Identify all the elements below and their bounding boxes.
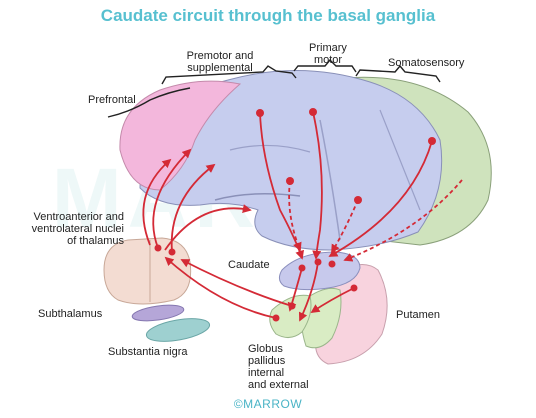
lateral-fissure bbox=[214, 193, 301, 201]
thalamus-label: Ventroanterior and ventrolateral nuclei … bbox=[4, 211, 124, 247]
substantia-nigra-label: Substantia nigra bbox=[108, 346, 188, 358]
dashed-cortex-to-caudate-pathway bbox=[288, 180, 302, 252]
brain-sulcus bbox=[319, 119, 341, 241]
dashed-cortex-to-caudate-pathway bbox=[343, 179, 463, 262]
thalamus-structure bbox=[103, 237, 192, 305]
subthalamus-label: Subthalamus bbox=[38, 308, 103, 320]
thalamus-to-cortex-pathway bbox=[142, 158, 172, 246]
cortex-to-caudate-pathway bbox=[328, 140, 433, 257]
globus-pallidus-internal bbox=[269, 294, 312, 338]
putamen-dot bbox=[350, 284, 358, 292]
pallidus-to-thalamus-pathway bbox=[180, 259, 293, 307]
somatosensory-bracket bbox=[355, 64, 441, 83]
primary-motor-label-text: Primary motor bbox=[309, 42, 347, 66]
prefrontal-bracket bbox=[107, 87, 191, 118]
somatosensory-label: Somatosensory bbox=[388, 57, 465, 69]
globus-pallidus-label-text: Globus pallidus internal and external bbox=[248, 343, 309, 391]
globus-pallidus-label: Globus pallidus internal and external bbox=[248, 343, 309, 391]
thalamus-to-cortex-pathway bbox=[164, 204, 252, 251]
premotor-label-text: Premotor and supplemental bbox=[186, 50, 254, 74]
prefrontal-label: Prefrontal bbox=[88, 94, 136, 106]
brain-sulcus bbox=[379, 109, 421, 211]
primary-motor-bracket bbox=[293, 58, 357, 73]
prefrontal-region bbox=[119, 80, 242, 191]
dashed-cortex-to-caudate-pathway bbox=[331, 199, 359, 254]
thalamus-label-text: Ventroanterior and ventrolateral nuclei … bbox=[31, 211, 124, 247]
premotor-label: Premotor and supplemental bbox=[170, 50, 270, 74]
putamen-label: Putamen bbox=[396, 309, 441, 321]
premotor-bracket bbox=[161, 65, 297, 85]
cortex-to-caudate-pathway bbox=[312, 111, 323, 260]
thalamus-to-cortex-pathway bbox=[152, 148, 192, 249]
substantia-nigra-structure bbox=[145, 318, 211, 342]
caudate-to-pallidus-pathway bbox=[298, 261, 319, 322]
brain-sulcus bbox=[229, 144, 311, 153]
caudate-dot bbox=[328, 260, 336, 268]
pallidus-to-thalamus-pathway bbox=[164, 256, 277, 319]
subthalamus-structure bbox=[131, 304, 185, 322]
diagram-title: Caudate circuit through the basal gangli… bbox=[100, 6, 436, 25]
footer-credit: ©MARROW bbox=[233, 397, 303, 411]
putamen-to-pallidus-pathway bbox=[310, 287, 355, 313]
caudate-label: Caudate bbox=[228, 259, 270, 271]
primary-motor-label: Primary motor bbox=[292, 42, 364, 66]
